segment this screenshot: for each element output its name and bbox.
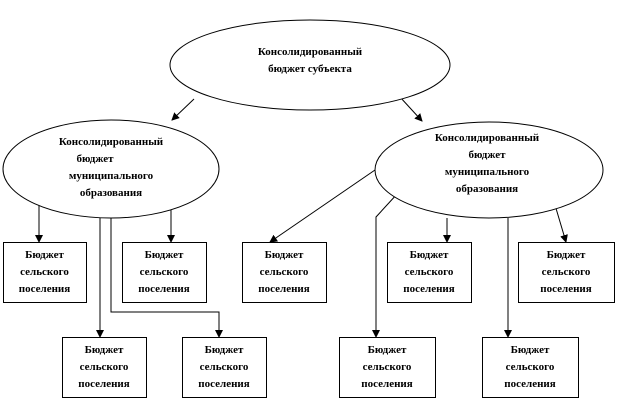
- settlement-line: поселения: [138, 283, 189, 295]
- settlement-box: Бюджет сельского поселения: [182, 337, 267, 398]
- municipal-line: образования: [80, 187, 142, 199]
- settlement-box-frame: [387, 242, 472, 303]
- settlement-boxes: БюджетсельскогопоселенияБюджетсельскогоп…: [3, 242, 615, 398]
- arrow-root-left: [171, 98, 195, 121]
- municipal-line: бюджет: [77, 153, 115, 165]
- settlement-box-frame: [518, 242, 615, 303]
- root-line: Консолидированный: [258, 46, 363, 58]
- arrow-m1-s4: [110, 218, 223, 338]
- settlement-line: Бюджет: [410, 249, 449, 261]
- municipal-line: муниципального: [69, 170, 154, 182]
- settlement-line: Бюджет: [368, 344, 407, 356]
- arrow-root-right: [399, 96, 423, 122]
- arrow-m2-s8: [372, 192, 399, 338]
- settlement-line: поселения: [258, 283, 309, 295]
- settlement-box-frame: [242, 242, 327, 303]
- municipal-node-left: Консолидированный бюджет муниципального …: [2, 119, 220, 219]
- settlement-line: сельского: [200, 361, 249, 373]
- settlement-box: Бюджет сельского поселения: [62, 337, 147, 398]
- settlement-box-frame: [62, 337, 147, 398]
- settlement-box-frame: [482, 337, 579, 398]
- municipal-line: Консолидированный: [59, 136, 164, 148]
- settlement-line: поселения: [78, 378, 129, 390]
- settlement-box: Бюджет сельского поселения: [482, 337, 579, 398]
- settlement-box-frame: [182, 337, 267, 398]
- settlement-line: Бюджет: [85, 344, 124, 356]
- settlement-box-frame: [3, 242, 87, 303]
- settlement-box-frame: [339, 337, 436, 398]
- settlement-box: Бюджет сельского поселения: [122, 242, 207, 303]
- settlement-line: сельского: [20, 266, 69, 278]
- settlement-line: сельского: [506, 361, 555, 373]
- root-node: Консолидированный бюджет субъекта: [169, 19, 451, 111]
- arrow-m2-s5: [269, 169, 376, 243]
- settlement-line: поселения: [361, 378, 412, 390]
- settlement-line: сельского: [405, 266, 454, 278]
- settlement-box: Бюджет сельского поселения: [3, 242, 87, 303]
- connectors: [35, 96, 568, 338]
- settlement-line: Бюджет: [265, 249, 304, 261]
- arrow-m2-s7: [554, 204, 568, 243]
- municipal-line: муниципального: [445, 166, 530, 178]
- settlement-line: поселения: [19, 283, 70, 295]
- settlement-line: поселения: [403, 283, 454, 295]
- settlement-line: Бюджет: [145, 249, 184, 261]
- settlement-box: Бюджет сельского поселения: [518, 242, 615, 303]
- settlement-line: поселения: [504, 378, 555, 390]
- settlement-box-frame: [122, 242, 207, 303]
- root-line: бюджет субъекта: [268, 63, 352, 75]
- municipal-line: Консолидированный: [435, 132, 540, 144]
- settlement-line: сельского: [260, 266, 309, 278]
- municipal-node-right: Консолидированный бюджет муниципального …: [374, 121, 604, 219]
- municipal-line: бюджет: [469, 149, 507, 161]
- settlement-box: Бюджет сельского поселения: [387, 242, 472, 303]
- settlement-line: поселения: [540, 283, 591, 295]
- settlement-line: Бюджет: [205, 344, 244, 356]
- settlement-line: Бюджет: [511, 344, 550, 356]
- settlement-line: сельского: [542, 266, 591, 278]
- settlement-line: Бюджет: [25, 249, 64, 261]
- settlement-line: сельского: [80, 361, 129, 373]
- settlement-line: поселения: [198, 378, 249, 390]
- municipal-line: образования: [456, 183, 518, 195]
- settlement-line: сельского: [140, 266, 189, 278]
- settlement-box: Бюджет сельского поселения: [339, 337, 436, 398]
- settlement-line: Бюджет: [547, 249, 586, 261]
- settlement-box: Бюджет сельского поселения: [242, 242, 327, 303]
- settlement-line: сельского: [363, 361, 412, 373]
